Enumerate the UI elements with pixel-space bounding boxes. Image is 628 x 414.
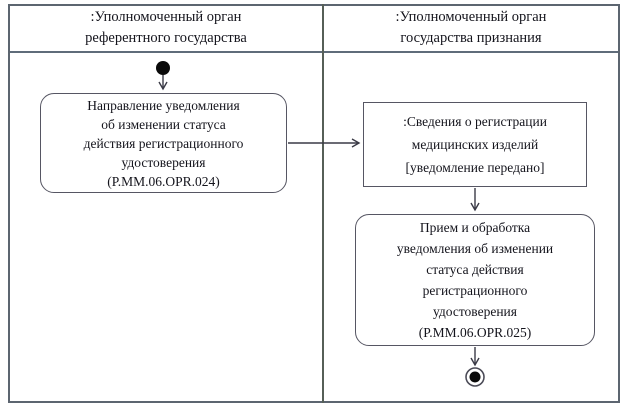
swimlane-divider <box>322 4 324 403</box>
action-box-send-notification: Направление уведомления об изменении ста… <box>40 93 287 193</box>
swimlane-header-referent-state: :Уполномоченный орган референтного госуд… <box>10 4 322 53</box>
swimlane-header-recognition-state: :Уполномоченный орган государства призна… <box>324 4 618 53</box>
object-box-registration-info: :Сведения о регистрации медицинских изде… <box>363 102 587 187</box>
action-box-receive-notification: Прием и обработка уведомления об изменен… <box>355 214 595 346</box>
